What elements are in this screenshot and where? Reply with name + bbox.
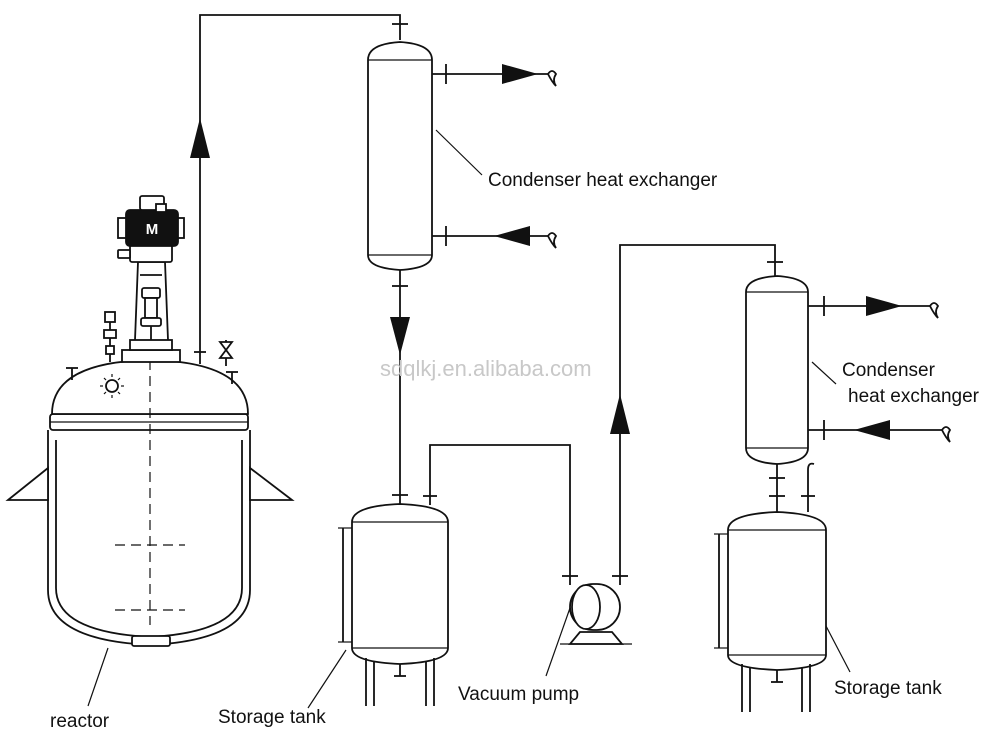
sight-light-icon [105,379,119,393]
condenser-heat-exchanger-2 [745,275,952,465]
label-storage-tank-1: Storage tank [218,707,326,728]
label-condenser-2-line1: Condenser [842,360,936,381]
vacuum-line-1 [423,444,578,585]
condensate-line-1 [390,270,410,505]
reactor-leader-line [87,647,109,707]
storage-tank-2 [714,511,851,712]
reactor-right-lug [249,466,295,501]
coolant-out-arrow-2 [866,296,902,316]
vapor-line-2 [610,244,783,585]
coolant-in-arrow-2 [854,420,890,440]
valve-right [218,340,234,366]
flow-arrow-down-1 [390,317,410,355]
agitator-drive: M [117,195,185,363]
condensate-line-2 [769,462,815,512]
storage-tank-1 [307,503,449,709]
valve-left [103,311,117,362]
vacuum-pump [545,583,632,677]
watermark: sdqlkj.en.alibaba.com [380,356,592,381]
label-reactor: reactor [50,711,110,732]
flow-arrow-up-1 [190,118,210,158]
reactor [5,311,295,647]
label-condenser-1: Condenser heat exchanger [488,170,718,191]
reactor-left-lug [5,466,49,501]
condenser-heat-exchanger-1 [367,41,558,271]
reactor-bottom-outlet [131,635,171,647]
label-vacuum-pump: Vacuum pump [458,684,579,705]
motor-label: M [146,221,159,238]
label-storage-tank-2: Storage tank [834,678,942,699]
coolant-in-arrow-1 [494,226,530,246]
flow-arrow-up-2 [610,394,630,434]
coolant-out-arrow-1 [502,64,538,84]
vapor-line-1 [190,14,408,352]
label-condenser-2-line2: heat exchanger [848,386,980,407]
